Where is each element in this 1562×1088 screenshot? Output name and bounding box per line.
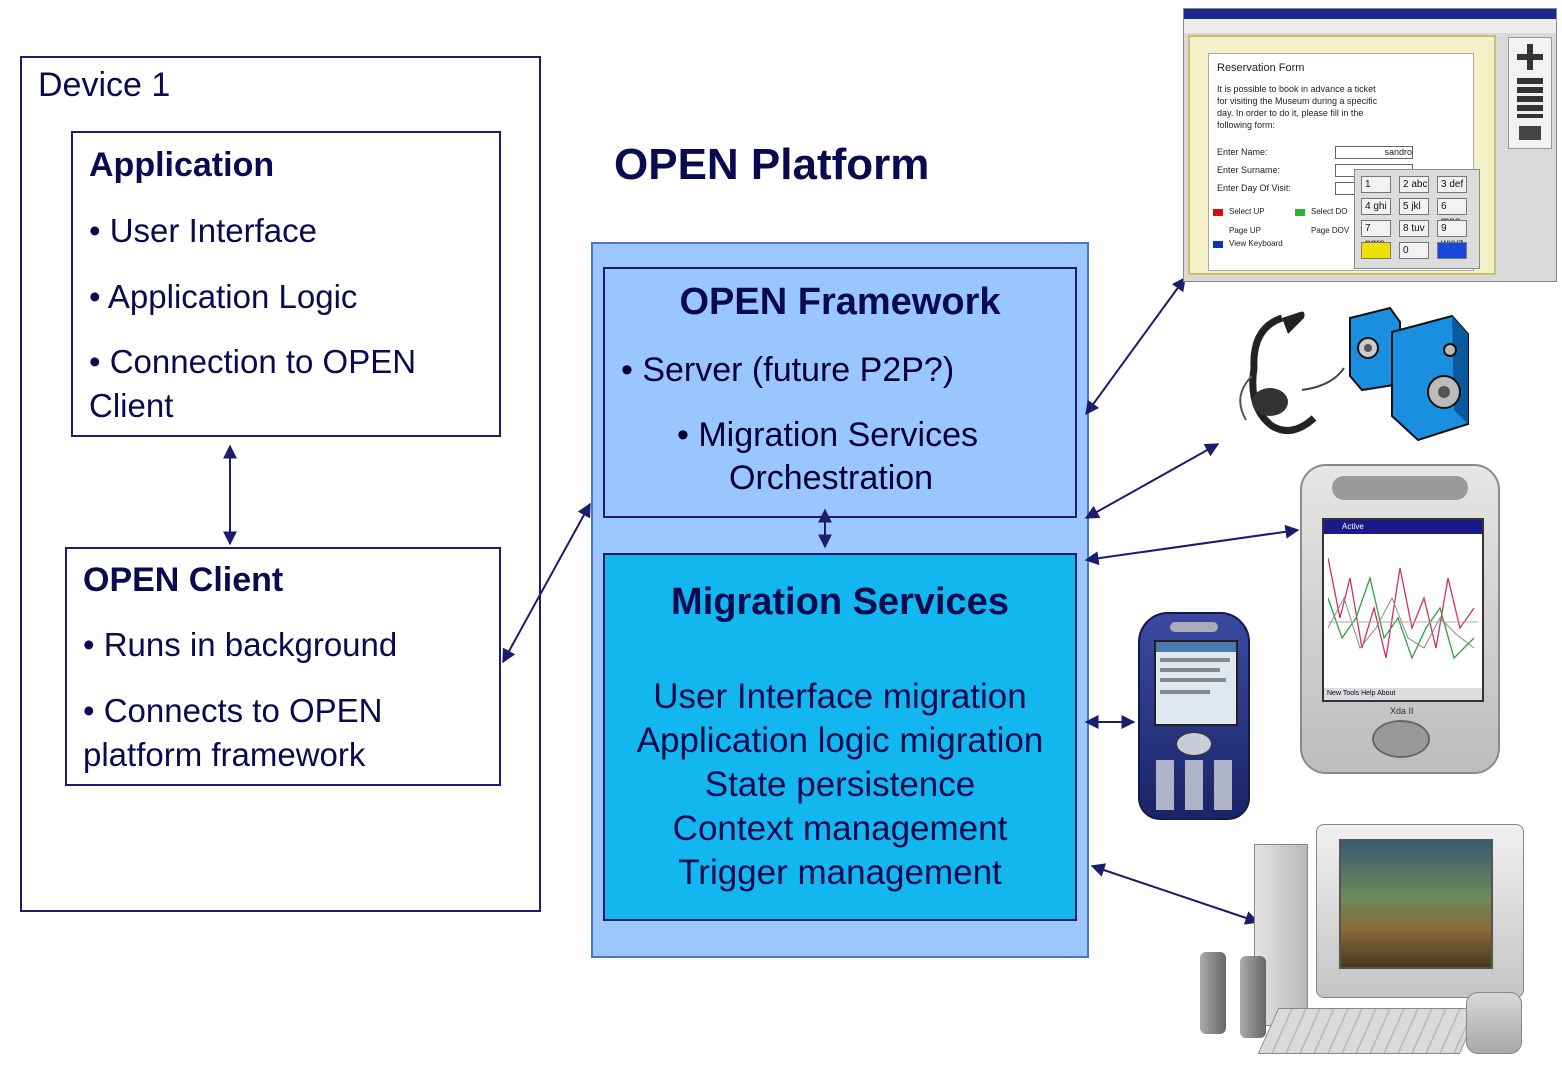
application-item-connection: • Connection to OPEN [89,343,417,380]
form-title: Reservation Form [1217,62,1305,74]
migration-item-context: Context management [672,809,1008,848]
client-item-connects-cont: platform framework [83,736,366,773]
form-text-2: for visiting the Museum during a specifi… [1217,96,1378,106]
migration-item-state: State persistence [704,765,976,804]
pda-screen: Active New Tools Help About [1322,518,1484,702]
field-label-name: Enter Name: [1217,147,1268,157]
framework-item-server: • Server (future P2P?) [621,351,955,389]
arrow-client-platform [502,502,591,664]
open-client-box: OPEN Client • Runs in background • Conne… [65,547,501,786]
key-8[interactable]: 8 tuv [1399,220,1429,237]
field-label-day: Enter Day Of Visit: [1217,183,1291,193]
application-title: Application [89,146,275,184]
client-title: OPEN Client [83,561,284,599]
legend-page-down: Page DOV [1311,226,1350,235]
application-box: Application • User Interface • Applicati… [71,131,501,437]
legend-select-up: Select UP [1229,207,1265,216]
application-item-connection-cont: Client [89,387,174,424]
remote-control-icon [1508,37,1552,149]
key-6[interactable]: 6 mno [1437,198,1467,227]
arrow-to-form [1085,276,1186,416]
key-5[interactable]: 5 jkl [1399,198,1429,215]
arrow-to-pda [1084,524,1300,566]
keypad: 1 2 abc 3 def 4 ghi 5 jkl 6 mno 7 pqrs 8… [1354,169,1480,269]
headset-microphone-icon [1239,311,1345,434]
application-item-logic: • Application Logic [89,278,358,315]
pda-device: Active New Tools Help About Xda II [1300,464,1500,774]
arrow-to-audio [1084,443,1220,519]
form-text-1: It is possible to book in advance a tick… [1217,84,1376,94]
pc-keyboard [1257,1008,1481,1054]
form-text-3: day. In order to do it, please fill in t… [1217,108,1364,118]
pc-screen-landscape [1339,839,1493,969]
window-titlebar [1184,9,1556,19]
red-key-icon [1213,209,1223,216]
key-4[interactable]: 4 ghi [1361,198,1391,215]
migration-item-ui: User Interface migration [653,677,1027,716]
open-framework-box: OPEN Framework • Server (future P2P?) • … [603,267,1077,518]
key-9[interactable]: 9 wxyz [1437,220,1467,249]
form-text-4: following form: [1217,120,1276,130]
migration-title: Migration Services [671,581,1009,623]
application-item-ui: • User Interface [89,212,317,249]
pda-top-grille [1332,476,1468,500]
pda-brand: Xda II [1390,706,1414,716]
pc-monitor [1316,824,1524,998]
migration-services-box: Migration Services User Interface migrat… [603,553,1077,921]
page-title: OPEN Platform [614,140,930,189]
blue-key-icon [1213,241,1223,248]
pda-menu: New Tools Help About [1324,688,1482,700]
legend-view-keyboard: View Keyboard [1229,239,1283,248]
framework-item-orchestration: Orchestration [729,459,934,497]
pda-dpad [1372,720,1430,758]
pc-webcam [1466,992,1522,1054]
audio-devices [1239,306,1469,442]
mobile-phone-icon [1138,612,1250,820]
phone-screen [1154,640,1238,726]
arrow-to-pc [1090,863,1260,925]
key-blue[interactable] [1437,242,1467,259]
desktop-computer-icon [1196,820,1540,1082]
green-key-icon [1295,209,1305,216]
pda-graph [1328,557,1478,660]
key-3[interactable]: 3 def [1437,176,1467,193]
pc-speaker-right [1240,956,1266,1038]
key-2[interactable]: 2 abc [1399,176,1429,193]
phone-navkey [1176,732,1212,756]
phone-keypad [1156,760,1232,810]
phone-earpiece [1170,622,1218,632]
speakers-icon [1349,306,1469,442]
key-0[interactable]: 0 [1399,242,1429,259]
pc-speaker-left [1200,952,1226,1034]
client-item-connects: • Connects to OPEN [83,692,383,729]
migration-item-logic: Application logic migration [636,721,1044,760]
framework-item-migration: • Migration Services [677,416,979,454]
migration-item-trigger: Trigger management [678,853,1002,892]
key-yellow[interactable] [1361,242,1391,259]
pda-status: Active [1324,520,1482,534]
reservation-form-window: Reservation Form It is possible to book … [1183,8,1557,282]
device-label: Device 1 [38,66,171,104]
legend-page-up: Page UP [1229,226,1262,235]
window-menubar [1184,19,1556,33]
key-1[interactable]: 1 [1361,176,1391,193]
key-7[interactable]: 7 pqrs [1361,220,1391,249]
client-item-background: • Runs in background [83,626,398,663]
name-field[interactable]: sandro [1335,146,1413,159]
framework-title: OPEN Framework [679,281,1001,323]
field-label-surname: Enter Surname: [1217,165,1281,175]
legend-select-down: Select DO [1311,207,1348,216]
